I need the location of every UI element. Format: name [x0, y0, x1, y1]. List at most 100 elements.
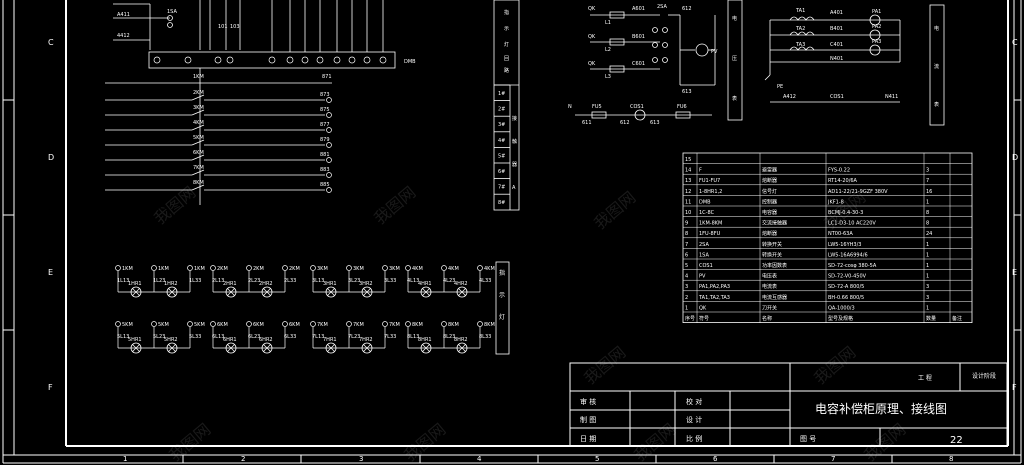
circuit-number: 4# — [498, 138, 505, 144]
terminal-label: 873 — [320, 92, 330, 98]
phase-label: 2L13 — [212, 278, 224, 284]
circuit-number: 2# — [498, 107, 505, 113]
circuit-table-row: 1# — [494, 84, 510, 97]
bom-row: 15 — [685, 157, 691, 163]
v-label: N — [568, 104, 572, 110]
circuit-table-row: 4# — [494, 131, 510, 144]
label-103: 103 — [230, 24, 240, 30]
col-label: 7 — [831, 455, 835, 463]
circuit-table-row: 7# — [494, 178, 510, 191]
table-header: 路 — [504, 67, 509, 74]
bom-cell: SD-72-V0-450V — [828, 274, 867, 280]
contactor-label: 7KM — [193, 165, 204, 171]
bom-cell: RT14-20/6A — [828, 178, 858, 184]
a-label: B401 — [830, 26, 843, 32]
v-label: 613 — [682, 89, 692, 95]
phase-label: 2L33 — [284, 278, 296, 284]
bom-cell: SD-72-A 800/5 — [828, 284, 864, 290]
contactor-label: 2KM — [193, 90, 204, 96]
table-header: 回 — [504, 56, 509, 62]
frame-row-labels: C D E F C D E F — [48, 38, 1018, 392]
title-block-text: 工 程 设计阶段 电容补偿柜原理、接线图 审 核 校 对 制 图 设 计 日 期… — [580, 372, 996, 446]
watermark-text: 我图网 — [630, 420, 679, 465]
bom-cell: 电流互感器 — [762, 294, 787, 301]
bom-cell: 1KM-8KM — [699, 221, 722, 227]
a-label: TA1 — [795, 8, 805, 14]
v-label: FU5 — [592, 104, 602, 110]
km-label: 2KM — [253, 266, 264, 272]
a-label: N401 — [830, 56, 843, 62]
contactor-label: 6KM — [193, 150, 204, 156]
row-label: E — [1012, 268, 1017, 277]
bom-cell: 1SA — [699, 252, 709, 258]
circuit-number: 6# — [498, 169, 505, 175]
phase-label: 3L33 — [384, 278, 396, 284]
bom-cell: 1 — [926, 242, 929, 248]
lamp-label: 8HR2 — [454, 337, 468, 343]
label-a411: A411 — [117, 12, 130, 18]
bom-cell: F — [699, 168, 702, 174]
lamp-label: 8HR1 — [418, 337, 432, 343]
watermark-text: 我图网 — [590, 188, 639, 233]
circuit-table-row: 3# — [494, 115, 510, 128]
bom-header-cell: 型号及规格 — [828, 315, 853, 322]
sheet-number: 22 — [950, 435, 963, 446]
v-label: FU6 — [677, 104, 687, 110]
col-label: 6 — [713, 455, 718, 463]
v-label: A601 — [632, 6, 645, 12]
v-label: B601 — [632, 34, 645, 40]
bom-cell: 1-8HR1,2 — [699, 189, 722, 195]
watermark-text: 我图网 — [580, 343, 629, 388]
watermark-text: 我图网 — [860, 420, 909, 465]
phase-label: 6L33 — [284, 334, 296, 340]
table-side: 器 — [512, 162, 517, 168]
circuit-number: 1# — [498, 91, 505, 97]
bom-cell: 交流接触器 — [762, 220, 787, 227]
lamp-label: 3HR1 — [323, 281, 337, 287]
col-label: 2 — [241, 455, 245, 463]
bom-cell: 熔断器 — [762, 230, 777, 237]
lamp-label: 4HR1 — [418, 281, 432, 287]
km-label: 7KM — [353, 322, 364, 328]
km-label: 6KM — [289, 322, 300, 328]
circuit-number: 3# — [498, 122, 505, 128]
lamp-label: 1HR2 — [164, 281, 178, 287]
bom-cell: 15 — [685, 157, 691, 163]
contactor-label: 3KM — [193, 105, 204, 111]
a-side: 电 — [934, 25, 939, 32]
a-label: A401 — [830, 10, 843, 16]
bom-cell: 8 — [926, 210, 929, 216]
phase-label: 1L23 — [153, 278, 165, 284]
phase-label: 7L13 — [312, 334, 324, 340]
watermark-text: 我图网 — [810, 343, 859, 388]
contactor-row: 6KM 881 — [105, 150, 332, 163]
terminal-label: 883 — [320, 167, 330, 173]
terminal-label: 881 — [320, 152, 330, 158]
bom-cell: 2SA — [699, 242, 709, 248]
contactor-label: 8KM — [193, 180, 204, 186]
phase-label: 6L13 — [212, 334, 224, 340]
label-1sa: 1SA — [167, 9, 177, 15]
side-char: 示 — [499, 292, 505, 299]
bom-cell: 控制器 — [762, 198, 777, 205]
bom-cell: 电容器 — [762, 209, 777, 216]
phase-label: 4L13 — [407, 278, 419, 284]
date-label: 日 期 — [580, 435, 596, 443]
watermark-text: 我图网 — [150, 183, 199, 228]
bom-cell: QK — [699, 305, 707, 311]
bom-cell: JKF1-8 — [827, 199, 844, 205]
side-char: 指 — [499, 269, 505, 277]
v-side: 电 — [732, 15, 737, 22]
table-side: 接 — [512, 115, 517, 122]
circuit-table-rows: 1#2#3#4#5#6#7#8# — [494, 84, 510, 206]
